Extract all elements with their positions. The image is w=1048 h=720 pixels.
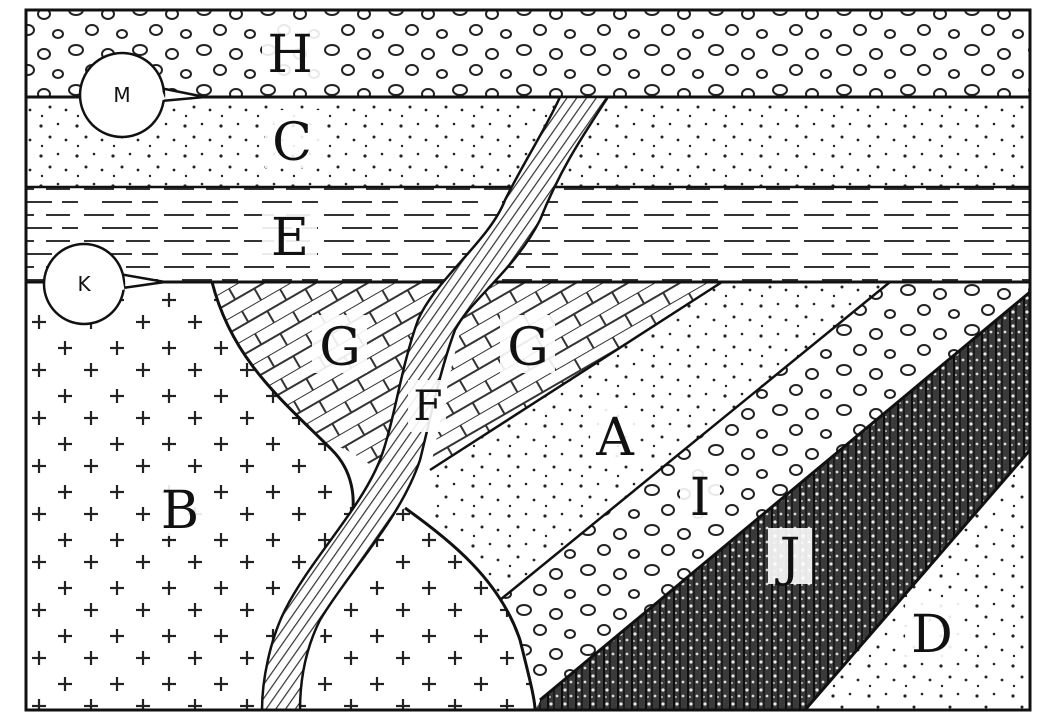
label-J: J xyxy=(775,528,801,588)
label-I: I xyxy=(690,468,711,528)
label-D: D xyxy=(911,605,953,665)
label-F: F xyxy=(413,381,442,430)
layer-I xyxy=(500,282,1030,700)
layer-H xyxy=(26,10,1030,97)
label-B: B xyxy=(161,481,199,541)
callout-M-label: M xyxy=(113,83,130,107)
label-H: H xyxy=(267,25,312,85)
callout-K-label: K xyxy=(77,272,91,296)
layer-G-left xyxy=(212,282,445,480)
callout-M: M xyxy=(78,51,206,139)
callout-K: K xyxy=(42,242,166,326)
layer-B-lobe xyxy=(300,508,535,710)
layer-labels: H C E G G F A I J B D xyxy=(152,20,960,665)
dike-F xyxy=(260,95,611,710)
label-A: A xyxy=(595,408,635,468)
label-E: E xyxy=(271,208,309,268)
label-C: C xyxy=(272,113,312,173)
label-G-left: G xyxy=(319,318,361,378)
label-G-right: G xyxy=(507,318,549,378)
layer-A xyxy=(430,282,890,600)
